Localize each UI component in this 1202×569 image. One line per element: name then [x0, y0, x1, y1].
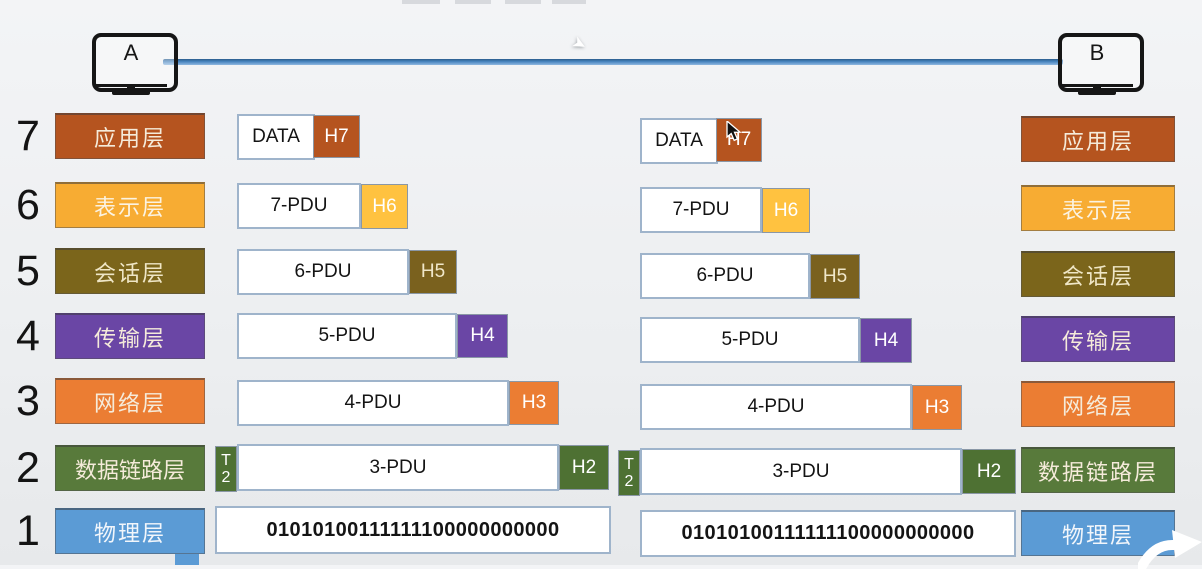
trailer-t2-top: T	[221, 452, 231, 469]
top-cutoff-strip	[455, 0, 491, 4]
trailer-t2-left: T 2	[215, 446, 237, 492]
header-h2-left: H2	[559, 445, 609, 490]
host-b-label: B	[1089, 40, 1105, 65]
layer-number-5: 5	[16, 247, 40, 295]
header-h3-right: H3	[912, 385, 962, 430]
layer-2-name-left: 数据链路层	[55, 445, 205, 491]
bitstream-right: 01010100111111100000000000	[640, 510, 1016, 557]
pdu-data-left: DATA	[237, 114, 315, 160]
layer-number-7: 7	[16, 112, 40, 160]
monitor-stand	[127, 84, 135, 91]
pdu-3pdu-left: 3-PDU	[237, 444, 559, 491]
top-cutoff-strip	[505, 0, 541, 4]
layer-number-3: 3	[16, 377, 40, 425]
header-h4-right: H4	[860, 318, 912, 363]
layer-number-4: 4	[16, 312, 40, 360]
bitstream-left: 01010100111111100000000000	[215, 506, 611, 554]
network-link-line	[163, 59, 1063, 65]
layer-4-name-left: 传输层	[55, 313, 205, 359]
layer-3-name-right: 网络层	[1021, 381, 1175, 427]
mouse-cursor-icon	[726, 121, 742, 142]
layer-number-6: 6	[16, 181, 40, 229]
pointer-arrow-icon: ➤	[568, 31, 591, 56]
pdu-6pdu-right: 6-PDU	[640, 253, 810, 299]
header-h4-left: H4	[457, 314, 508, 358]
layer-2-name-right: 数据链路层	[1021, 447, 1175, 493]
header-h7-left: H7	[313, 115, 360, 158]
monitor-base	[112, 90, 150, 95]
header-h2-right: H2	[962, 449, 1016, 494]
header-h3-left: H3	[509, 381, 559, 425]
top-cutoff-strip	[402, 0, 440, 4]
host-a-label: A	[123, 40, 139, 65]
pdu-3pdu-right: 3-PDU	[640, 448, 962, 495]
pdu-5pdu-right: 5-PDU	[640, 317, 860, 363]
physical-layer-connector-stub	[175, 554, 199, 565]
layer-1-name-left: 物理层	[55, 508, 205, 554]
layer-5-name-left: 会话层	[55, 248, 205, 294]
layer-number-2: 2	[16, 444, 40, 492]
layer-3-name-left: 网络层	[55, 378, 205, 424]
layer-6-name-right: 表示层	[1021, 185, 1175, 231]
trailer-t2-bottom: 2	[221, 469, 231, 486]
layer-6-name-left: 表示层	[55, 182, 205, 228]
trailer-t2-right: T 2	[618, 450, 640, 496]
pdu-7pdu-left: 7-PDU	[237, 183, 361, 229]
layer-7-name-left: 应用层	[55, 113, 205, 159]
header-h6-left: H6	[361, 184, 408, 229]
layer-number-1: 1	[16, 507, 40, 555]
trailer-t2-bottom: 2	[624, 473, 634, 490]
layer-1-name-right: 物理层	[1021, 510, 1175, 556]
layer-4-name-right: 传输层	[1021, 316, 1175, 362]
top-cutoff-strip	[552, 0, 586, 4]
monitor-base	[1078, 90, 1116, 95]
pdu-4pdu-left: 4-PDU	[237, 380, 509, 426]
white-swoosh-arrow-icon	[1138, 530, 1202, 569]
pdu-4pdu-right: 4-PDU	[640, 384, 912, 430]
monitor-stand	[1093, 84, 1101, 91]
pdu-7pdu-right: 7-PDU	[640, 187, 762, 233]
trailer-t2-top: T	[624, 456, 634, 473]
pdu-5pdu-left: 5-PDU	[237, 313, 457, 359]
host-a-computer-icon: A	[92, 33, 178, 97]
header-h6-right: H6	[762, 188, 810, 233]
layer-7-name-right: 应用层	[1021, 116, 1175, 162]
layer-5-name-right: 会话层	[1021, 251, 1175, 297]
header-h5-right: H5	[810, 254, 860, 299]
header-h7-right: H7	[716, 118, 762, 162]
host-b-computer-icon: B	[1058, 33, 1144, 97]
pdu-6pdu-left: 6-PDU	[237, 249, 409, 295]
pdu-data-right: DATA	[640, 118, 718, 164]
header-h5-left: H5	[409, 250, 457, 294]
